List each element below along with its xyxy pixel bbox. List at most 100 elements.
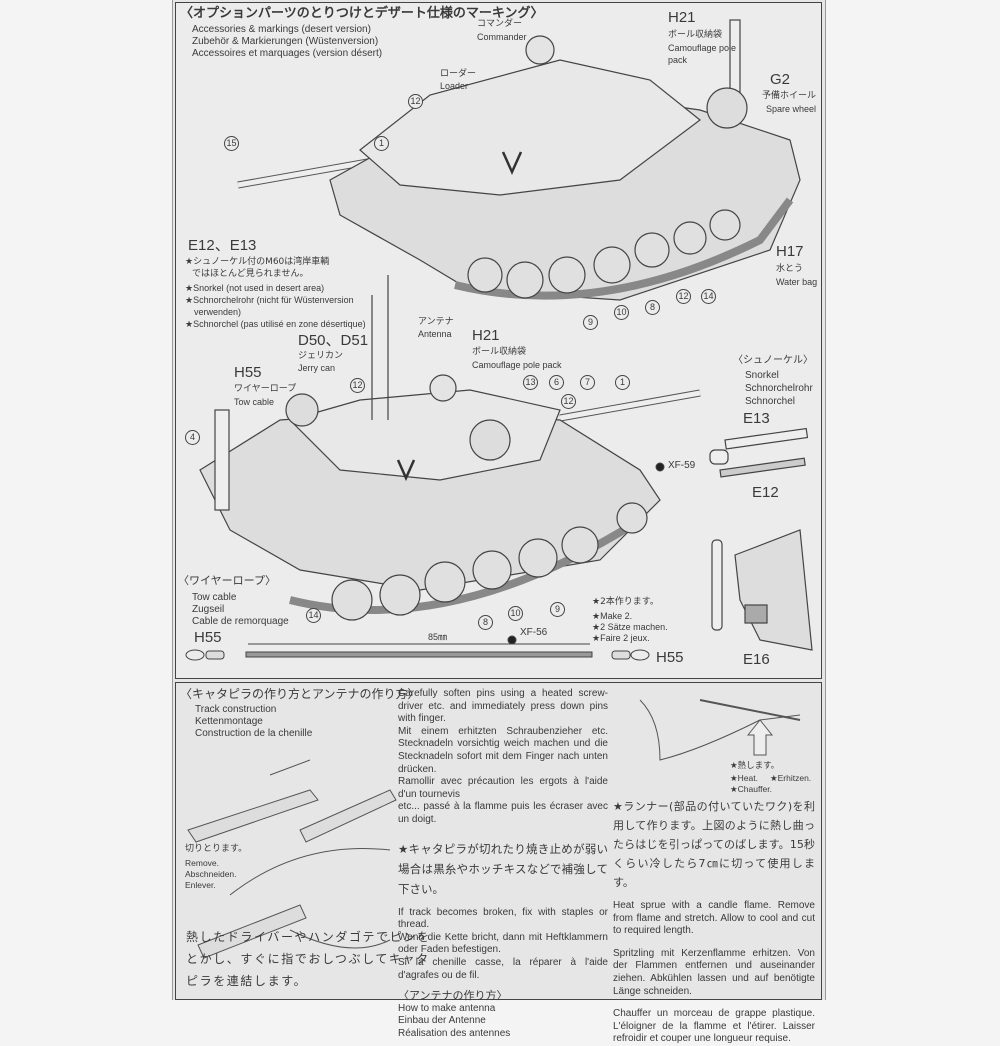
remove-en: Remove. bbox=[185, 858, 220, 868]
h21-top-en2: pack bbox=[668, 55, 688, 65]
track-jp-1: 熱したドライバーやハンダゴテでピンを bbox=[186, 930, 431, 944]
paint-xf56: XF-56 bbox=[520, 627, 548, 638]
subtitle-de: Zubehör & Markierungen (Wüstenversion) bbox=[192, 36, 379, 47]
antenna-title: 〈アンテナの作り方〉 bbox=[398, 989, 508, 1003]
antenna-label-jp: アンテナ bbox=[418, 317, 454, 327]
part-h21-top: H21 bbox=[668, 9, 696, 26]
remove-de: Abschneiden. bbox=[185, 869, 237, 879]
towcable-en: Tow cable bbox=[192, 592, 237, 603]
snorkel-de: Schnorchelrohr bbox=[745, 383, 813, 394]
callout-12: 12 bbox=[561, 394, 576, 409]
callout-9: 9 bbox=[550, 602, 565, 617]
sprue-fr: Chauffer un morceau de grappe plastique.… bbox=[613, 1008, 815, 1045]
callout-13: 13 bbox=[523, 375, 538, 390]
heat-de: ★Erhitzen. bbox=[770, 773, 812, 783]
h21-top-jp: ボール収納袋 bbox=[668, 30, 723, 40]
callout-10: 10 bbox=[508, 606, 523, 621]
callout-12: 12 bbox=[350, 378, 365, 393]
paint-xf59: XF-59 bbox=[668, 460, 696, 471]
part-h17: H17 bbox=[776, 243, 804, 260]
sprue-jp: ★ランナー(部品の付いていたワク)を利用して作ります。上図のように熱し曲ったらは… bbox=[613, 800, 815, 889]
callout-4: 4 bbox=[185, 430, 200, 445]
part-d50-d51: D50、D51 bbox=[298, 332, 369, 349]
towcable-de: Zugseil bbox=[192, 604, 225, 615]
tank-bottom-illustration bbox=[199, 275, 701, 621]
loader-label-jp: ローダー bbox=[440, 69, 477, 79]
remove-fr: Enlever. bbox=[185, 880, 216, 890]
sprue-en: Heat sprue with a candle flame. Remove f… bbox=[613, 900, 815, 937]
sprue-de: Spritzling mit Kerzenflamme erhitzen. Vo… bbox=[613, 947, 815, 997]
callout-8: 8 bbox=[478, 615, 493, 630]
part-h55-left: H55 bbox=[194, 629, 222, 646]
e12-note-jp1: ★シュノーケル付のM60は湾岸車輌 bbox=[185, 257, 330, 267]
track-jp-3: ピラを連結します。 bbox=[186, 974, 308, 988]
d50-jp: ジェリカン bbox=[298, 351, 344, 361]
make2-jp: ★2本作ります。 bbox=[592, 597, 659, 607]
broken-jp: ★キャタピラが切れたり焼き止めが弱い場合は黒糸やホッチキスなどで補強して下さい。 bbox=[398, 841, 608, 896]
e12-note-de2: verwenden) bbox=[194, 307, 242, 317]
antenna-label: Antenna bbox=[418, 329, 452, 339]
track-title: 〈キャタピラの作り方とアンテナの作り方〉 bbox=[180, 687, 420, 701]
callout-1: 1 bbox=[615, 375, 630, 390]
subtitle-en: Accessories & markings (desert version) bbox=[192, 24, 371, 35]
heat-en: ★Heat. bbox=[730, 773, 758, 783]
track-link-illustration bbox=[187, 759, 397, 959]
remove-jp: 切りとります。 bbox=[185, 844, 248, 854]
commander-label-jp: コマンダー bbox=[477, 19, 523, 29]
antenna-instructions: ★ランナー(部品の付いていたワク)を利用して作ります。上図のように熱し曲ったらは… bbox=[613, 797, 815, 1046]
accessories-title: 〈オプションパーツのとりつけとデザート仕様のマーキング〉 bbox=[180, 6, 544, 21]
callout-14: 14 bbox=[701, 289, 716, 304]
part-e12-e13: E12、E13 bbox=[188, 237, 257, 254]
snorkel-title-jp: 〈シュノーケル〉 bbox=[733, 355, 813, 366]
make2-en: ★Make 2. bbox=[592, 611, 633, 621]
broken-de: Wenn die Kette bricht, dann mit Heftklam… bbox=[398, 931, 608, 956]
part-h55-mid: H55 bbox=[234, 364, 262, 381]
callout-6: 6 bbox=[549, 375, 564, 390]
bottom-illustrations bbox=[187, 699, 801, 959]
track-fr-1: Ramollir avec précaution les ergots à l'… bbox=[398, 776, 608, 800]
track-fr-2: etc... passé à la flamme puis les écrase… bbox=[398, 801, 608, 825]
antenna-sub-en: How to make antenna bbox=[398, 1002, 496, 1014]
h17-en: Water bag bbox=[776, 277, 818, 287]
cable-length: 85㎜ bbox=[428, 632, 448, 642]
track-sub-en: Track construction bbox=[195, 704, 277, 715]
h21-mid-jp: ボール収納袋 bbox=[472, 347, 527, 357]
track-sub-de: Kettenmontage bbox=[195, 716, 263, 727]
d50-en: Jerry can bbox=[298, 363, 336, 373]
e12-note-jp2: ではほとんど見られません。 bbox=[192, 269, 309, 279]
antenna-heating-illustration bbox=[639, 699, 801, 761]
callout-14: 14 bbox=[306, 608, 321, 623]
g2-jp: 予備ホイール bbox=[762, 91, 817, 101]
callout-12: 12 bbox=[676, 289, 691, 304]
loader-label: Loader bbox=[440, 81, 469, 91]
part-e13: E13 bbox=[743, 410, 770, 427]
track-instructions: Carefully soften pins using a heated scr… bbox=[398, 688, 608, 1040]
callout-8: 8 bbox=[645, 300, 660, 315]
h55-mid-jp: ワイヤーロープ bbox=[234, 384, 297, 394]
make2-de: ★2 Sätze machen. bbox=[592, 622, 668, 632]
g2-en: Spare wheel bbox=[766, 104, 817, 114]
e12-note-de1: ★Schnorchelrohr (nicht für Wüstenversion bbox=[185, 295, 354, 305]
snorkel-fr: Schnorchel bbox=[745, 396, 796, 407]
e12-note-fr: ★Schnorchel (pas utilisé en zone déserti… bbox=[185, 319, 366, 329]
part-h55-right: H55 bbox=[656, 649, 684, 666]
h21-mid-en: Camouflage pole pack bbox=[472, 360, 562, 370]
h55-mid-en: Tow cable bbox=[234, 397, 275, 407]
heat-fr: ★Chauffer. bbox=[730, 784, 772, 794]
track-de: Mit einem erhitzten Schraubenzieher etc.… bbox=[398, 725, 608, 775]
part-g2: G2 bbox=[770, 71, 791, 88]
tow-cable-illustration bbox=[185, 462, 665, 661]
tank-illustrations bbox=[185, 19, 813, 959]
broken-fr: Si la chenille casse, la réparer à l'aid… bbox=[398, 956, 608, 981]
e12-note-en: ★Snorkel (not used in desert area) bbox=[185, 283, 325, 293]
callout-15: 15 bbox=[224, 136, 239, 151]
snorkel-en: Snorkel bbox=[745, 370, 779, 381]
towcable-title-jp: 〈ワイヤーロープ〉 bbox=[178, 574, 277, 587]
track-sub-fr: Construction de la chenille bbox=[195, 728, 313, 739]
towcable-fr: Cable de remorquage bbox=[192, 616, 289, 627]
h17-jp: 水とう bbox=[776, 264, 804, 274]
callout-9: 9 bbox=[583, 315, 598, 330]
track-en: Carefully soften pins using a heated scr… bbox=[398, 688, 608, 725]
h21-top-en1: Camouflage pole bbox=[668, 43, 737, 53]
snorkel-illustration bbox=[709, 427, 813, 651]
